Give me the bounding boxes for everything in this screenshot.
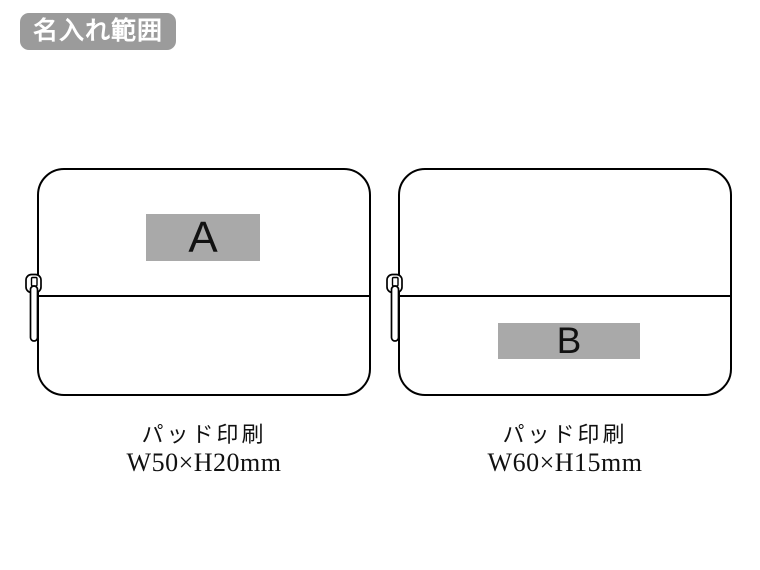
print-size-label: W50×H20mm [126,448,282,477]
caption-a: パッド印刷 W50×H20mm [37,422,371,478]
imprint-area-badge: 名入れ範囲 [20,13,177,50]
print-area-a: A [146,212,260,262]
zipper-pull-icon [386,273,403,342]
zipper-pull-icon [25,273,42,342]
caption-b: パッド印刷 W60×H15mm [398,422,732,478]
pouch-figure-a: A パッド印刷 W50×H20mm [25,168,371,477]
pouch-figure-b: B パッド印刷 W60×H15mm [386,168,732,477]
print-area-b-label: B [556,320,582,361]
zipper-line [37,295,371,297]
print-area-b: B [498,320,640,361]
zipper-line [398,295,732,297]
pouch-outline: B [386,168,732,396]
print-method-label: パッド印刷 [141,422,267,447]
print-method-label: パッド印刷 [502,422,628,447]
print-area-a-label: A [188,212,218,262]
pouch-outline: A [25,168,371,396]
print-size-label: W60×H15mm [487,448,643,477]
